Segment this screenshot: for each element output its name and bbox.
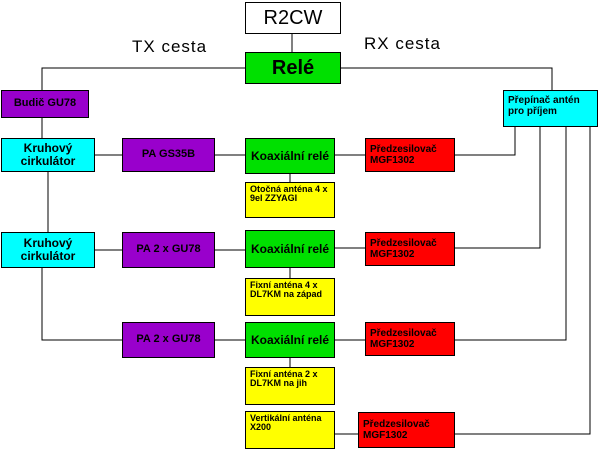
wire-preamp3-rxswitch xyxy=(455,127,567,341)
antenna-1-text: Otočná anténa 4 x 9el ZZYAGI xyxy=(250,184,328,204)
coax-relay-3-box: Koaxiální relé xyxy=(245,322,335,358)
callsign-text: R2CW xyxy=(263,6,323,29)
pa-1-text: PA GS35B xyxy=(141,148,196,161)
preamp-2-box: Předzesilovač MGF1302 xyxy=(365,232,455,266)
preamp-4-text: Předzesilovač MGF1302 xyxy=(363,419,430,441)
antenna-3-text: Fixní anténa 2 x DL7KM na jih xyxy=(250,369,318,389)
pa-3-text: PA 2 x GU78 xyxy=(136,333,201,346)
antenna-4-box: Vertikální anténa X200 xyxy=(245,411,335,449)
antenna-4-text: Vertikální anténa X200 xyxy=(250,413,322,433)
preamp-1-text: Předzesilovač MGF1302 xyxy=(370,144,437,166)
coax-relay-2-text: Koaxiální relé xyxy=(250,241,330,256)
coax-relay-3-text: Koaxiální relé xyxy=(250,332,330,347)
rx-switch-box: Přepínač antén pro příjem xyxy=(503,90,598,127)
preamp-3-box: Předzesilovač MGF1302 xyxy=(365,322,455,356)
preamp-4-box: Předzesilovač MGF1302 xyxy=(358,412,455,448)
circulator-2-box: Kruhový cirkulátor xyxy=(1,232,95,268)
rx-path-label: RX cesta xyxy=(364,34,441,53)
circulator-1-box: Kruhový cirkulátor xyxy=(1,138,95,172)
callsign-box: R2CW xyxy=(245,2,341,34)
antenna-2-box: Fixní anténa 4 x DL7KM na západ xyxy=(245,278,335,316)
circulator-1-text: Kruhový cirkulátor xyxy=(20,141,76,168)
pa-3-box: PA 2 x GU78 xyxy=(122,322,215,358)
wire-preamp2-rxswitch xyxy=(455,127,541,249)
main-relay-box: Relé xyxy=(245,52,341,84)
exciter-box: Budič GU78 xyxy=(1,90,89,118)
coax-relay-1-box: Koaxiální relé xyxy=(245,138,335,174)
circulator-2-text: Kruhový cirkulátor xyxy=(20,236,76,263)
rx-switch-text: Přepínač antén pro příjem xyxy=(508,95,580,117)
wire-relay-rxswitch xyxy=(340,67,553,90)
pa-2-box: PA 2 x GU78 xyxy=(122,232,215,268)
wire-preamp1-rxswitch xyxy=(455,127,516,156)
main-relay-text: Relé xyxy=(271,56,315,79)
preamp-1-box: Předzesilovač MGF1302 xyxy=(365,138,455,172)
exciter-text: Budič GU78 xyxy=(13,97,77,110)
pa-2-text: PA 2 x GU78 xyxy=(136,243,201,256)
wire-relay-exciter xyxy=(41,67,245,90)
preamp-2-text: Předzesilovač MGF1302 xyxy=(370,238,437,260)
preamp-3-text: Předzesilovač MGF1302 xyxy=(370,328,437,350)
wire-circ2-pa3 xyxy=(41,268,122,341)
antenna-2-text: Fixní anténa 4 x DL7KM na západ xyxy=(250,280,323,300)
wire-preamp4-rxswitch xyxy=(455,127,591,435)
tx-path-label: TX cesta xyxy=(132,37,208,56)
pa-1-box: PA GS35B xyxy=(122,138,215,172)
antenna-3-box: Fixní anténa 2 x DL7KM na jih xyxy=(245,367,335,405)
coax-relay-2-box: Koaxiální relé xyxy=(245,230,335,268)
coax-relay-1-text: Koaxiální relé xyxy=(250,148,330,163)
antenna-1-box: Otočná anténa 4 x 9el ZZYAGI xyxy=(245,182,335,218)
